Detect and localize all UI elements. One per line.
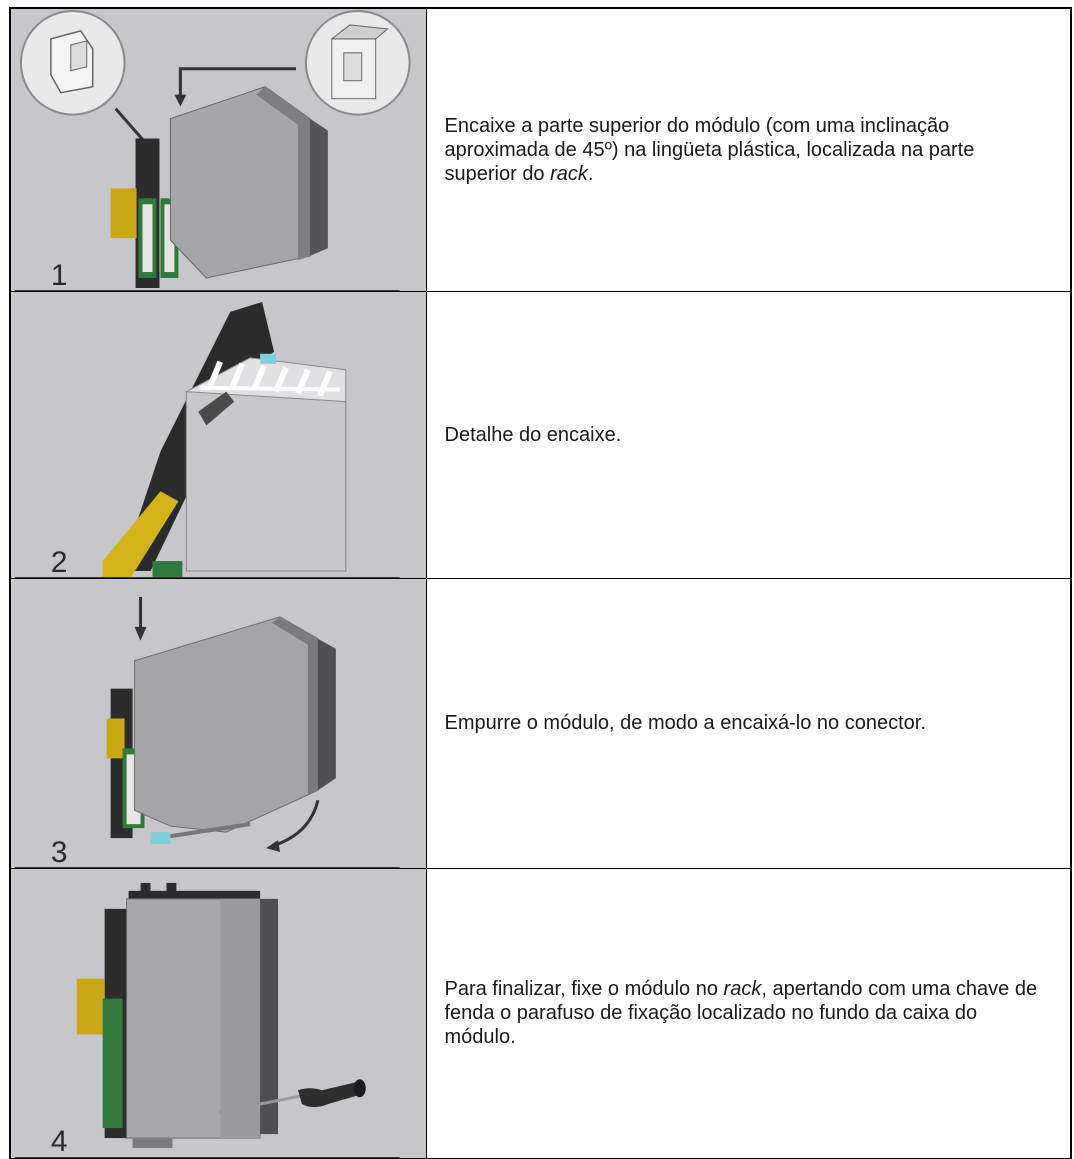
step-2-illustration: 2 [9, 290, 427, 579]
step-3-number: 3 [51, 836, 68, 868]
step-1-rack-term: rack [550, 162, 588, 185]
step-3-illustration: 3 [9, 577, 427, 869]
step-4-illustration: 4 [9, 867, 427, 1159]
step-2-text: Detalhe do encaixe. [425, 290, 1072, 579]
step-4-text: Para finalizar, fixe o módulo no rack, a… [425, 867, 1072, 1159]
step-4-number: 4 [51, 1125, 68, 1158]
step-1-text: Encaixe a parte superior do módulo (com … [425, 6, 1072, 292]
instruction-table: 1 Encaixe a parte superior do módulo (co… [9, 6, 1072, 1159]
step-2-number: 2 [51, 546, 68, 578]
step-3-text: Empurre o módulo, de modo a encaixá-lo n… [425, 577, 1072, 869]
step-row-3: 3 Empurre o módulo, de modo a encaixá-lo… [9, 577, 1072, 869]
step-row-1: 1 Encaixe a parte superior do módulo (co… [9, 6, 1072, 292]
step-1-number: 1 [51, 259, 68, 291]
step-row-4: 4 Para finalizar, fixe o módulo no rack,… [9, 867, 1072, 1159]
step-1-illustration: 1 [9, 6, 427, 292]
step-row-2: 2 Detalhe do encaixe. [9, 290, 1072, 579]
step-4-rack-term: rack [723, 978, 762, 1001]
